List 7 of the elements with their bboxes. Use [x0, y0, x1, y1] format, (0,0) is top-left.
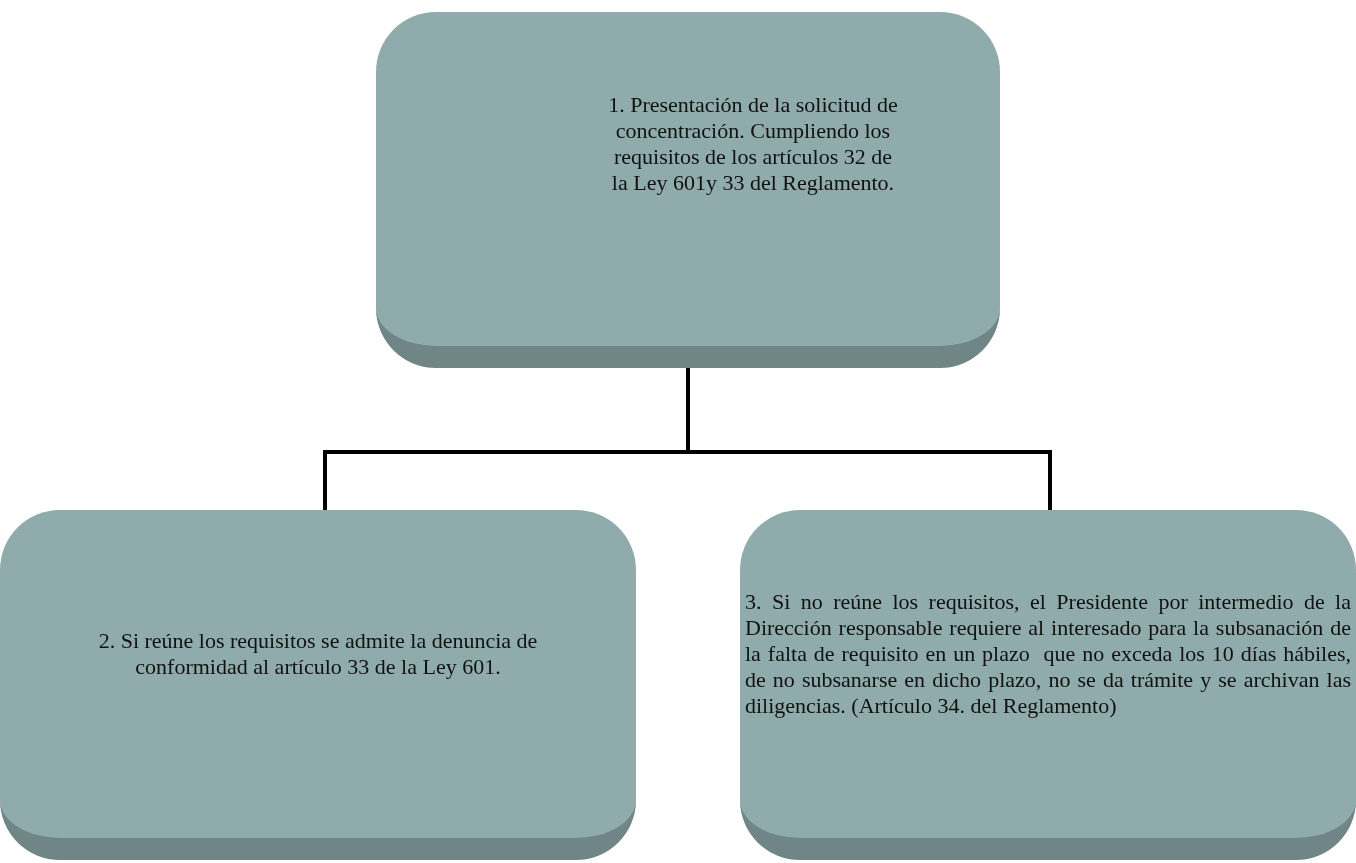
box-text: 2. Si reúne los requisitos se admite la denuncia de conformidad al artículo 33 de la Ley 601.: [97, 628, 539, 680]
box-text: 3. Si no reúne los requisitos, el Presidente por intermedio de la Dirección responsable requiere al interesado para la subsanación de la falta de requisito en un plazo que no exceda los 10 días hábiles, de no subsanarse en dicho plazo, no se da trámite y se archivan las diligencias. (Artículo 34. del Reglamento): [745, 589, 1351, 719]
connector-line: [686, 368, 1052, 510]
process-box: [0, 510, 636, 860]
process-box: [376, 12, 1000, 368]
process-box: [740, 510, 1356, 860]
box-text: 1. Presentación de la solicitud de concentración. Cumpliendo los requisitos de los artículos 32 de la Ley 601y 33 del Reglamento.: [608, 92, 898, 196]
